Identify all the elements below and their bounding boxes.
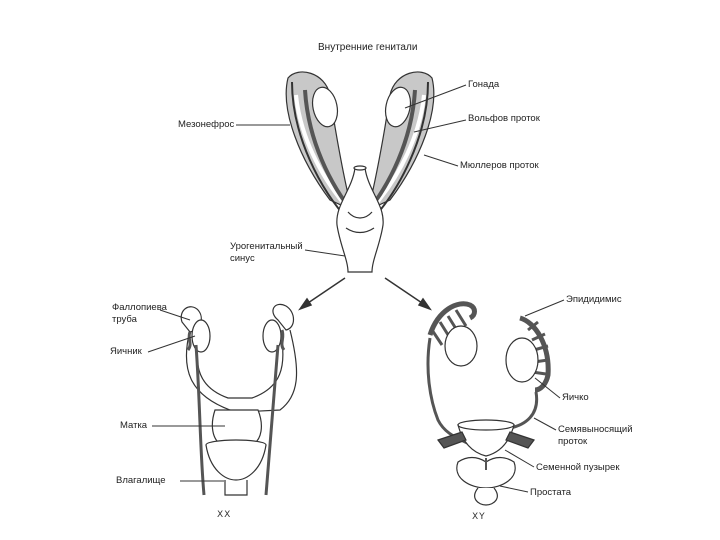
label-urogenital-sinus-line1: Урогенитальный [230,241,303,252]
diagram-title: Внутренние генитали [318,42,417,53]
label-vagina: Влагалище [116,475,166,486]
label-vas-deferens-line2: проток [558,436,587,447]
label-urogenital-sinus-line2: синус [230,253,255,264]
label-epididymis: Эпидидимис [566,294,622,305]
label-vas-deferens-line1: Семявыносящий [558,424,633,435]
label-uterus: Матка [120,420,147,431]
label-wolffian-duct: Вольфов проток [468,113,540,124]
label-prostate: Простата [530,487,571,498]
label-testis: Яичко [562,392,589,403]
right-testis [506,338,538,382]
indifferent-stage-drawing [286,72,434,272]
vagina [206,445,266,480]
left-testis [445,326,477,366]
female-tract-drawing [181,304,296,495]
label-fallopian-tube-line2: труба [112,314,137,325]
development-arrows [300,278,430,309]
label-seminal-vesicle: Семенной пузырек [536,462,619,473]
label-mesonephros: Мезонефрос [178,119,234,130]
label-ovary: Яичник [110,346,142,357]
female-sex-symbol: XX [217,510,231,520]
male-tract-drawing [428,304,548,505]
male-sex-symbol: XY [472,512,486,522]
label-mullerian-duct: Мюллеров проток [460,160,539,171]
right-seminal-vesicle [506,432,534,448]
label-gonad: Гонада [468,79,499,90]
label-fallopian-tube-line1: Фаллопиева [112,302,167,313]
